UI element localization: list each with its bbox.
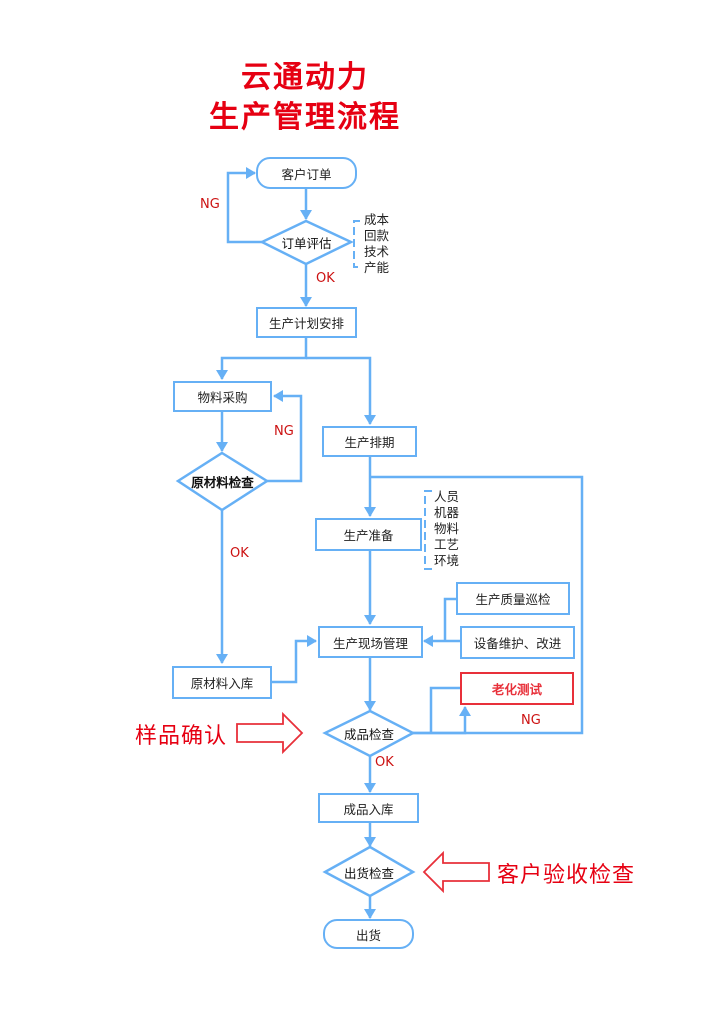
diamond-finished-check	[322, 709, 416, 758]
prep-factors: 人员 机器 物料 工艺 环境	[434, 489, 459, 569]
node-site-management: 生产现场管理	[318, 626, 423, 658]
factor-technology: 技术	[364, 244, 390, 259]
node-equipment-maintenance: 设备维护、改进	[460, 626, 575, 659]
node-aging-test: 老化测试	[460, 672, 574, 705]
label-order-ng: NG	[200, 197, 220, 212]
callout-sample-confirm: 样品确认	[135, 724, 228, 749]
connector-finished-to-aging	[413, 706, 471, 735]
label-finished-ng: NG	[521, 713, 541, 728]
node-finished-storage: 成品入库	[318, 793, 419, 823]
arrow-sample-confirm-icon	[236, 711, 304, 755]
node-quality-patrol: 生产质量巡检	[456, 582, 570, 615]
connector-storage-to-site	[272, 635, 317, 684]
node-production-schedule: 生产排期	[322, 426, 417, 457]
callout-customer-acceptance: 客户验收检查	[497, 863, 636, 888]
label-material-ng: NG	[274, 424, 294, 439]
node-customer-order: 客户订单	[256, 157, 357, 189]
factor-cost: 成本	[364, 212, 390, 227]
diamond-ship-check	[322, 845, 416, 898]
connector-plan-split	[216, 338, 308, 380]
diamond-order-review	[259, 219, 354, 266]
node-raw-material-storage: 原材料入库	[172, 666, 272, 699]
node-shipment: 出货	[323, 919, 414, 949]
connector-aging-return	[429, 686, 460, 733]
label-material-ok: OK	[230, 546, 249, 561]
bracket-prep-factors	[424, 490, 432, 570]
title-company: 云通动力	[241, 60, 369, 95]
factor-environment: 环境	[434, 553, 460, 568]
factor-capacity: 产能	[364, 260, 390, 275]
factor-payment: 回款	[364, 228, 390, 243]
node-production-prep: 生产准备	[315, 518, 422, 551]
connector-review-ng-loop	[226, 167, 262, 244]
arrow-customer-acceptance-icon	[422, 850, 490, 894]
label-finished-ok: OK	[375, 755, 394, 770]
diamond-raw-check	[175, 451, 270, 512]
bracket-order-factors	[353, 220, 360, 268]
order-review-factors: 成本 回款 技术 产能	[364, 212, 389, 276]
node-order-review: 订单评估	[281, 235, 332, 251]
factor-personnel: 人员	[434, 489, 460, 504]
node-production-plan: 生产计划安排	[256, 307, 357, 338]
node-shipment-check: 出货检查	[343, 865, 394, 881]
title-process: 生产管理流程	[209, 100, 401, 135]
node-material-purchase: 物料采购	[173, 381, 272, 412]
connector-check-ng-loop	[267, 390, 303, 483]
label-order-ok: OK	[316, 271, 335, 286]
node-finished-check: 成品检查	[343, 726, 394, 742]
factor-machine: 机器	[434, 505, 460, 520]
connector-quality-to-site	[443, 597, 456, 641]
factor-process: 工艺	[434, 537, 460, 552]
connector-plan-to-schedule	[306, 356, 376, 425]
node-raw-material-check: 原材料检查	[191, 474, 254, 490]
connector-finished-ng-loop	[370, 475, 584, 735]
factor-material: 物料	[434, 521, 460, 536]
